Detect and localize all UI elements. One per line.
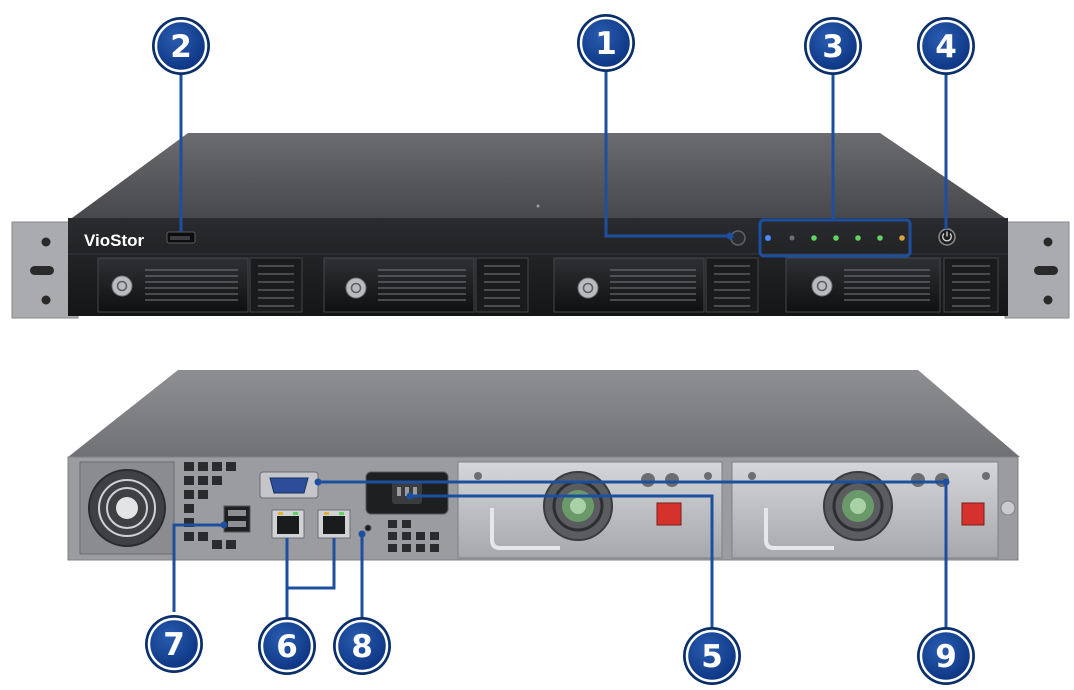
tray-lock-icon xyxy=(345,277,367,299)
callout-5: 5 xyxy=(683,627,741,685)
callout-number: 8 xyxy=(351,629,373,665)
status-led-highlight xyxy=(758,218,912,258)
rear-chassis-top xyxy=(68,370,1020,457)
callout-7: 7 xyxy=(145,615,203,673)
callout-1: 1 xyxy=(577,14,635,72)
drive-tray-1[interactable] xyxy=(97,257,303,313)
system-fan xyxy=(79,461,175,555)
callout-number: 7 xyxy=(163,627,185,663)
callout-number: 4 xyxy=(935,29,957,65)
callout-4: 4 xyxy=(917,17,975,75)
callout-2: 2 xyxy=(152,17,210,75)
leader-line-1 xyxy=(604,64,730,238)
status-leds xyxy=(765,235,905,241)
callout-number: 6 xyxy=(276,629,298,665)
callout-9: 9 xyxy=(917,627,975,685)
fan-icon xyxy=(823,471,893,541)
brand-logo: VioStor xyxy=(84,231,145,250)
rear-unit xyxy=(67,370,1020,561)
callout-number: 5 xyxy=(701,639,723,675)
drive-tray-3[interactable] xyxy=(553,257,759,313)
rack-bracket-left xyxy=(11,221,79,319)
callout-number: 2 xyxy=(170,29,192,65)
leader-line-7 xyxy=(172,523,224,612)
psu-module-1 xyxy=(457,461,723,559)
callout-number: 1 xyxy=(595,26,617,62)
tray-lock-icon xyxy=(811,275,833,297)
leader-line-5 xyxy=(410,494,714,632)
lan-port-2[interactable] xyxy=(317,509,351,539)
callout-3: 3 xyxy=(804,17,862,75)
power-button-icon xyxy=(942,231,952,242)
lan-port-1[interactable] xyxy=(271,509,305,539)
usb-ports[interactable] xyxy=(223,505,251,533)
psu-switch-1[interactable] xyxy=(656,502,682,526)
power-button[interactable] xyxy=(938,228,956,246)
tray-lock-icon xyxy=(111,275,133,297)
front-chassis-top xyxy=(72,133,1005,218)
fan-icon xyxy=(88,469,166,547)
fan-icon xyxy=(543,471,613,541)
usb-one-touch-copy-port[interactable] xyxy=(166,231,196,244)
tray-lock-icon xyxy=(577,277,599,299)
callout-number: 9 xyxy=(935,639,957,675)
rack-bracket-right xyxy=(1004,221,1070,319)
callout-8: 8 xyxy=(333,617,391,675)
psu-module-2 xyxy=(731,461,999,559)
leader-lines xyxy=(172,64,948,632)
psu-switch-2[interactable] xyxy=(961,502,985,526)
vga-port[interactable] xyxy=(259,471,319,499)
system-reset-button[interactable] xyxy=(730,230,746,246)
front-unit: VioStor xyxy=(11,133,1070,319)
leader-endpoints xyxy=(220,232,950,538)
power-inlet[interactable] xyxy=(365,471,449,515)
leader-line-6 xyxy=(285,538,336,590)
callout-6: 6 xyxy=(258,617,316,675)
drive-tray-2[interactable] xyxy=(323,257,529,313)
drive-tray-4[interactable] xyxy=(785,257,999,313)
reset-pinhole[interactable] xyxy=(364,524,372,532)
callout-number: 3 xyxy=(822,29,844,65)
vent-grid xyxy=(184,462,439,552)
